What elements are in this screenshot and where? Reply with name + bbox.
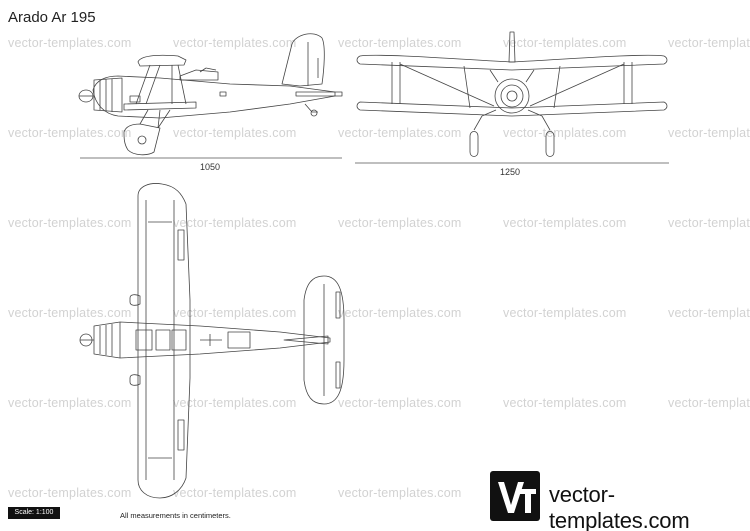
watermark-text: vector-templates.com [338,306,462,320]
watermark-text: vector-templates.com [173,396,297,410]
watermark-text: vector-templates.com [8,216,132,230]
front-span-label: 1250 [500,167,521,177]
vt-logo-icon [490,471,540,521]
watermark-text: vector-templates.com [503,36,627,50]
top-tailplane [303,275,345,405]
watermark-text: vector-templates.com [338,486,462,500]
watermark-text: vector-templates.com [338,36,462,50]
watermark-text: vector-templates.com [503,396,627,410]
front-engine [494,78,530,114]
vt-logo-mark [498,482,536,513]
front-float-right [545,131,555,157]
side-view [78,33,343,156]
front-lower-wing [356,101,668,117]
watermark-text: vector-templates.com [8,396,132,410]
page-title: Arado Ar 195 [8,9,96,26]
front-fin [508,31,516,63]
watermark-text: vector-templates.com [173,216,297,230]
watermark-text: vector-templates.com [668,216,750,230]
front-view [356,31,668,157]
front-float-left [469,131,479,157]
side-upper-wing [137,54,187,67]
side-length-label: 1050 [200,162,221,172]
watermark-text: vector-templates.com [8,36,132,50]
side-fin [281,33,325,87]
watermark-text: vector-templates.com [8,486,132,500]
top-float-right [129,374,141,386]
watermark-text: vector-templates.com [338,216,462,230]
logo-site-text: vector-templates.com [549,482,690,531]
scale-badge: Scale: 1:100 [8,507,60,519]
watermark-text: vector-templates.com [8,126,132,140]
watermark-text: vector-templates.com [668,306,750,320]
top-wing [137,183,191,499]
measurement-note: All measurements in centimeters. [120,511,231,520]
watermark-text: vector-templates.com [173,486,297,500]
top-view [79,183,345,499]
watermark-text: vector-templates.com [503,216,627,230]
top-float-left [129,294,141,306]
side-lower-wing [123,101,197,111]
watermark-text: vector-templates.com [338,396,462,410]
side-canopy [179,69,219,81]
side-tailplane [295,91,343,97]
watermark-text: vector-templates.com [668,396,750,410]
watermark-text: vector-templates.com [173,306,297,320]
watermark-text: vector-templates.com [173,36,297,50]
watermark-text: vector-templates.com [668,126,750,140]
front-upper-wing [356,54,668,71]
watermark-text: vector-templates.com [503,126,627,140]
watermark-text: vector-templates.com [338,126,462,140]
watermark-text: vector-templates.com [503,306,627,320]
watermark-text: vector-templates.com [173,126,297,140]
side-fuselage [92,75,336,119]
watermark-text: vector-templates.com [668,36,750,50]
dimension-lines [80,157,669,164]
side-cowling [93,77,123,113]
side-float [123,123,161,156]
watermark-text: vector-templates.com [8,306,132,320]
top-fuselage [93,321,331,359]
